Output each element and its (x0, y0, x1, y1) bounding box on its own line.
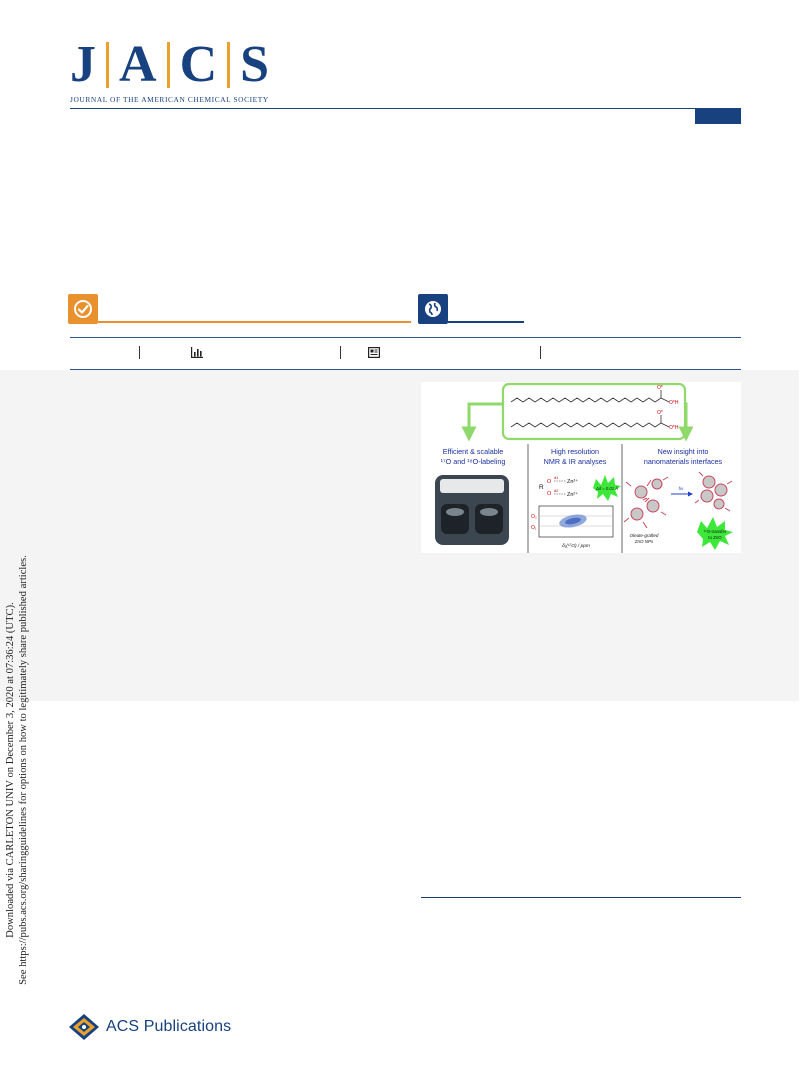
oh-label-2: O*H (669, 425, 679, 431)
globe-icon (425, 301, 441, 317)
acs-hexagon-icon (69, 1014, 99, 1040)
acs-publications-logo[interactable]: ACS Publications (68, 1012, 231, 1042)
nmr-axis-label: δ₁(¹⁷O) / ppm (562, 543, 590, 549)
masthead-rule (70, 108, 741, 109)
logo-separator (166, 42, 170, 88)
download-notice-line-1: Downloaded via CARLETON UNIV on December… (5, 602, 16, 938)
metrics-bar-bottom-rule (70, 369, 741, 370)
right-heading-2: nanomaterials interfaces (644, 457, 723, 466)
article-type-tab (695, 109, 741, 124)
download-notice-line-2[interactable]: See https://pubs.acs.org/sharingguidelin… (18, 555, 29, 985)
open-access-underline (98, 321, 411, 323)
toc-figure: O* O*H O* O*H Efficient & scalable ¹⁷O a… (435, 382, 733, 553)
ball-mill-icon (435, 475, 509, 545)
publisher-name: ACS Publications (106, 1018, 232, 1035)
aggregated-nanoparticles (694, 471, 733, 512)
right-green-arrow (678, 402, 694, 442)
oleic-chain (510, 422, 662, 428)
hv-label: hν (679, 486, 685, 491)
o1-atom: O (547, 479, 552, 485)
logo-separator (106, 42, 109, 88)
journal-subtitle: JOURNAL OF THE AMERICAN CHEMICAL SOCIETY (70, 95, 269, 104)
checkmark-icon (74, 300, 92, 318)
toc-graphic: O* O*H O* O*H Efficient & scalable ¹⁷O a… (421, 382, 741, 553)
oleate-nanoparticles (623, 476, 669, 529)
r-group: R (539, 484, 544, 491)
metrics-divider (540, 346, 541, 359)
global-access-underline (448, 321, 524, 323)
transfer-burst (697, 517, 733, 550)
o-star-label: O* (657, 385, 663, 391)
zn-label-2: Zn²⁺ (567, 491, 578, 498)
bar-chart-icon[interactable] (191, 347, 203, 358)
article-icon[interactable] (368, 347, 380, 358)
global-access-badge[interactable] (418, 294, 448, 324)
journal-masthead: J A C S JOURNAL OF THE AMERICAN CHEMICAL… (70, 36, 320, 106)
middle-heading-2: NMR & IR analyses (544, 457, 607, 466)
o-star-label-2: O* (657, 410, 663, 416)
spectrum-o2-label: O₂ (531, 514, 537, 520)
np-caption-1: Oleate-grafted (630, 533, 659, 538)
logo-letter-c: C (179, 36, 218, 93)
middle-heading-1: High resolution (551, 447, 599, 456)
spectrum-o1-label: O₁ (531, 525, 537, 531)
metrics-divider (139, 346, 140, 359)
delta-burst (593, 475, 621, 501)
o2-atom: O (547, 491, 552, 497)
download-notice: Downloaded via CARLETON UNIV on December… (4, 550, 30, 990)
open-access-badge[interactable] (68, 294, 98, 324)
footnote-rule (421, 897, 741, 898)
right-heading-1: New insight into (658, 447, 709, 456)
left-heading-1: Efficient & scalable (443, 447, 504, 456)
left-heading-2: ¹⁷O and ¹⁸O-labeling (441, 457, 506, 466)
left-green-arrow (461, 402, 503, 442)
d1-label: d1 (554, 475, 559, 480)
logo-letter-j: J (70, 36, 96, 93)
transfer-label-1: ¹⁷O-transfer (704, 529, 727, 534)
transfer-label-2: to ZnO (708, 535, 722, 540)
d2-label: d2 (554, 488, 559, 493)
stearic-chain (510, 397, 662, 403)
journal-logo: J A C S (70, 36, 320, 93)
np-caption-2: ZnO NPs (634, 539, 654, 544)
oh-label: O*H (669, 400, 679, 406)
logo-letter-s: S (240, 36, 270, 93)
logo-separator (227, 42, 231, 88)
metrics-divider (340, 346, 341, 359)
logo-letter-a: A (119, 36, 157, 93)
metrics-bar-top-rule (70, 337, 741, 338)
zn-label-1: Zn²⁺ (567, 478, 578, 485)
delta-label: Δd = 0.01 Å (595, 486, 618, 491)
